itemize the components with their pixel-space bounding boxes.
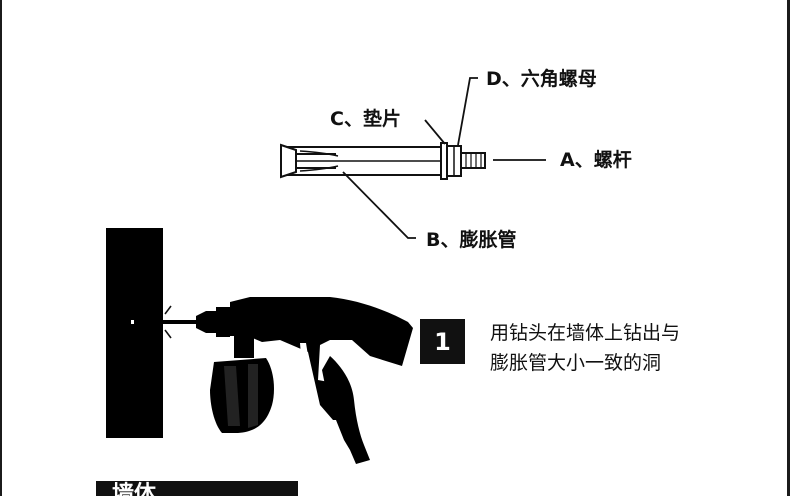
expansion-bolt-illustration bbox=[280, 142, 486, 180]
drill-body bbox=[230, 297, 413, 420]
drill-side-handle-neck bbox=[234, 336, 254, 358]
drill-chuck bbox=[196, 311, 216, 333]
drill-trigger bbox=[300, 343, 310, 368]
frame-border-right bbox=[787, 0, 790, 496]
label-hex-nut: D、六角螺母 bbox=[486, 68, 597, 90]
drill-side-handle bbox=[210, 358, 274, 433]
step-number-badge: 1 bbox=[420, 319, 465, 364]
leader-nut bbox=[457, 77, 478, 146]
section-heading-tab: 墙体 bbox=[96, 481, 298, 496]
electric-drill-illustration bbox=[134, 297, 413, 464]
label-expansion-sleeve: B、膨胀管 bbox=[426, 229, 517, 251]
bolt-thread bbox=[460, 152, 486, 169]
step-instruction-line-2: 膨胀管大小一致的洞 bbox=[490, 352, 662, 374]
leader-sleeve bbox=[342, 171, 416, 239]
wall-block bbox=[106, 228, 163, 438]
drill-bit bbox=[134, 320, 196, 324]
step-instruction: 用钻头在墙体上钻出与 膨胀管大小一致的洞 bbox=[490, 318, 750, 378]
label-washer: C、垫片 bbox=[330, 108, 401, 130]
sleeve-flared-end bbox=[280, 143, 297, 179]
sleeve-wedge-bottom bbox=[299, 165, 339, 172]
step-instruction-line-1: 用钻头在墙体上钻出与 bbox=[490, 322, 681, 344]
label-bolt: A、螺杆 bbox=[560, 149, 632, 171]
leader-washer bbox=[424, 119, 446, 145]
sleeve-wedge-top bbox=[299, 150, 339, 157]
leader-lines bbox=[342, 77, 546, 239]
drill-handle-grip bbox=[322, 356, 370, 464]
frame-border-left bbox=[0, 0, 2, 496]
